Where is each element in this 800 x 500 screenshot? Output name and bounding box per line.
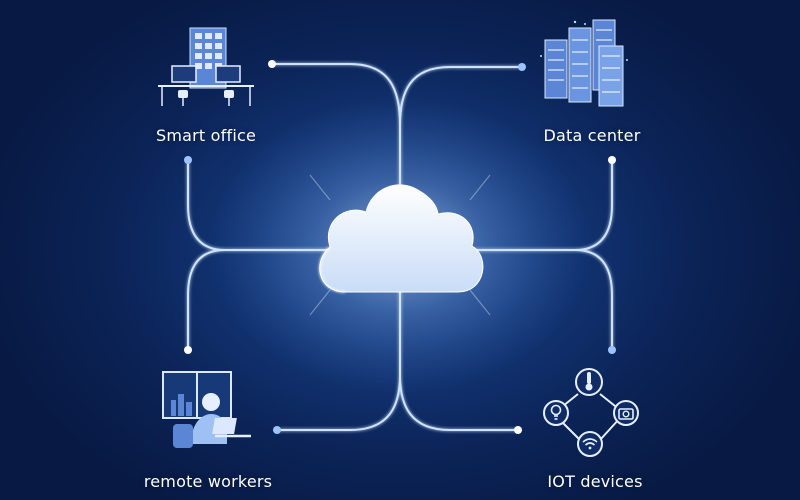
link-endpoints bbox=[184, 60, 616, 434]
node-label-data-center: Data center bbox=[543, 126, 641, 145]
node-label-smart-office: Smart office bbox=[155, 126, 257, 145]
node-label-remote-workers: remote workers bbox=[143, 472, 273, 491]
camera-icon bbox=[613, 400, 639, 426]
iot-network-icon bbox=[543, 368, 639, 457]
connection-lines bbox=[187, 63, 613, 431]
cloud-icon bbox=[318, 184, 484, 293]
link-left-down bbox=[187, 249, 331, 351]
link-right-down bbox=[469, 249, 613, 351]
thermometer-icon bbox=[575, 368, 603, 396]
node-label-iot-devices: IOT devices bbox=[547, 472, 643, 491]
lightbulb-icon bbox=[543, 400, 569, 426]
link-bottom-right bbox=[399, 289, 519, 431]
link-top-right bbox=[399, 66, 523, 201]
remote-worker-icon bbox=[162, 371, 251, 448]
server-racks-icon bbox=[540, 19, 628, 107]
office-building-icon bbox=[158, 27, 254, 106]
wifi-icon bbox=[577, 431, 603, 457]
